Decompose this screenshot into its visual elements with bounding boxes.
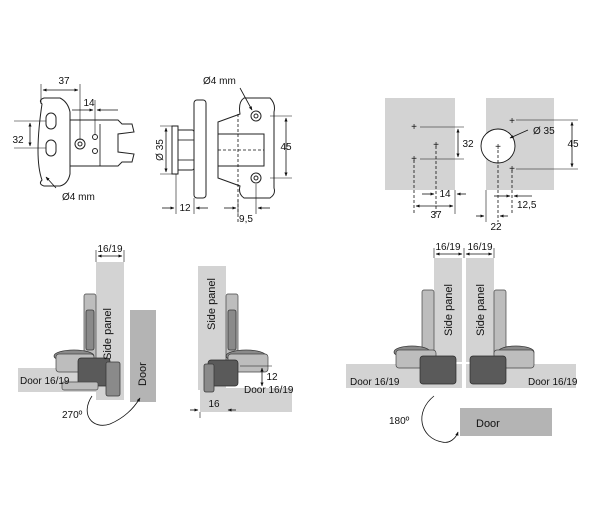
side-panel-left [434, 258, 462, 362]
dim-leader-hole [239, 87, 253, 111]
dim-width-label: 37 [58, 76, 70, 87]
plate-slot-bottom [45, 139, 57, 157]
hinge-side-view: Ø4 mm Ø 35 45 12 9,5 [155, 76, 292, 225]
hinge-cup-base [61, 381, 99, 391]
dim-left-label: 16/19 [435, 242, 460, 253]
hinge-plate-edge [193, 99, 207, 199]
dim-cup-center-label: 22 [490, 222, 502, 233]
side-panel-label: Side panel [206, 278, 218, 330]
dim-right-label: 16/19 [467, 242, 492, 253]
side-panel-label: Side panel [102, 308, 114, 360]
mark-plus: + [411, 122, 417, 133]
mark-plus: + [495, 142, 501, 153]
side-panel-label-left: Side panel [443, 284, 455, 336]
install-270: 16/19 Side panel Door Door 16/19 270º [18, 244, 156, 426]
door-panel [130, 310, 156, 402]
dim-leader-cup [509, 129, 529, 139]
side-panel-label-right: Side panel [475, 284, 487, 336]
dim-hole-label: Ø4 mm [62, 192, 95, 203]
screw-small-top [92, 134, 98, 140]
hinge-arm-right [469, 355, 507, 385]
mark-plus: + [433, 140, 439, 151]
dim-width-label: 37 [430, 210, 442, 221]
cup-flange [171, 125, 179, 175]
door-left-label: Door 16/19 [350, 377, 400, 388]
mark-plus: + [411, 154, 417, 165]
side-panel-right [466, 258, 494, 362]
door-16-19 [200, 388, 292, 412]
mark-plus: + [509, 116, 515, 127]
dim-vertical-label: 32 [462, 139, 474, 150]
hinge-plate-inner [85, 309, 95, 351]
screw-small-bottom [92, 148, 98, 154]
angle-label: 270º [62, 410, 83, 421]
door-thickness-label: Door 16/19 [244, 385, 294, 396]
dim-offset-label: 14 [83, 98, 95, 109]
door-right-label: Door 16/19 [528, 377, 578, 388]
dim-cup-label: Ø 35 [533, 126, 555, 137]
hinge-arm [67, 119, 135, 167]
rotation-arrow [421, 395, 459, 443]
install-180: 16/19 16/19 Side panel Side panel Door 1… [346, 242, 578, 443]
hinge-front-view: 37 14 32 Ø4 mm [12, 76, 135, 203]
hinge-plate-inner [227, 309, 237, 351]
mark-plus: + [509, 164, 515, 175]
plate-hole-bottom-inner [253, 175, 259, 181]
hinge-plate-right [493, 289, 507, 357]
dim-plate-label: 45 [280, 142, 292, 153]
door-label: Door [476, 418, 500, 430]
hinge-arm-left [419, 355, 457, 385]
hinge-plate-left [421, 289, 435, 357]
install-overlay: Side panel 12 16 Door 16/19 [190, 266, 294, 418]
hinge-cup [175, 129, 195, 171]
drilling-diagram: + + + 32 14 37 + + + Ø 35 45 [385, 98, 579, 233]
dim-hole-label: Ø4 mm [203, 76, 236, 87]
door-open [460, 408, 552, 436]
dim-height-label: 32 [12, 135, 24, 146]
dim-spacing-label: 45 [567, 139, 579, 150]
plate-slot-top [45, 112, 57, 130]
dim-depth-label: 12 [179, 203, 191, 214]
dim-cup-label: Ø 35 [155, 139, 166, 161]
door-thickness-label: Door 16/19 [20, 376, 70, 387]
rotation-arrow [86, 395, 141, 426]
angle-label: 180º [389, 416, 410, 427]
dim-offset-label: 9,5 [239, 214, 253, 225]
dim-thickness-label: 16/19 [97, 244, 122, 255]
dim-gap-label: 12 [266, 372, 278, 383]
door-label: Door [137, 362, 149, 386]
hinge-knuckle [203, 363, 215, 393]
plate-hole-top-inner [253, 113, 259, 119]
dim-panel-label: 16 [208, 399, 220, 410]
dim-edge-label: 14 [439, 189, 451, 200]
dim-edge-cup-label: 12,5 [517, 200, 537, 211]
dim-leader-hole [45, 176, 57, 189]
adjust-screw-center [77, 141, 83, 147]
hinge-knuckle [105, 361, 121, 397]
drill-panel-side [385, 98, 455, 190]
